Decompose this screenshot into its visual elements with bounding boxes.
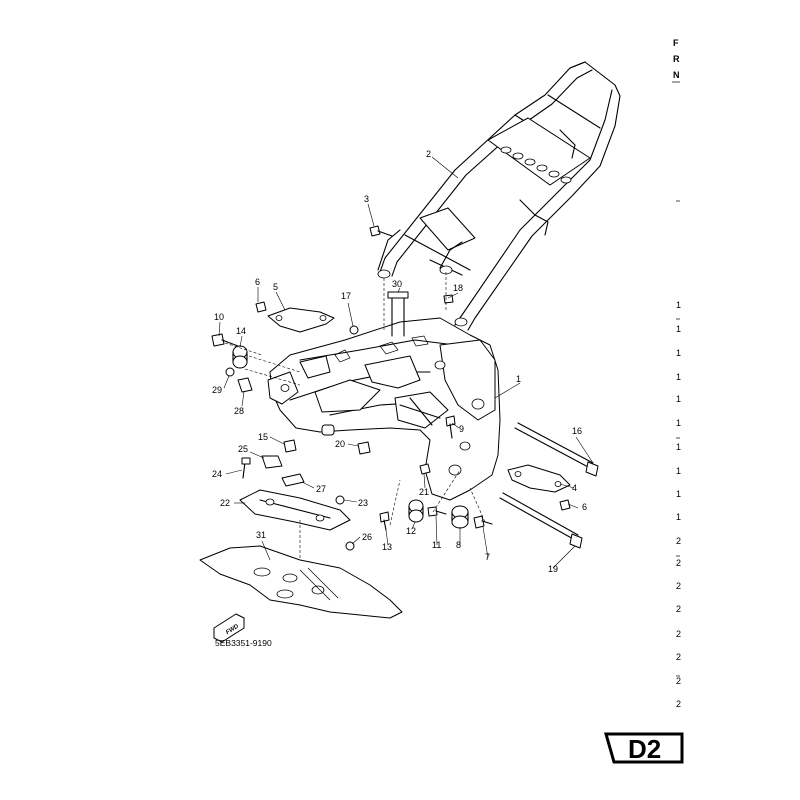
callout-26: 26 — [362, 532, 372, 542]
edge-digit-3: 1 — [676, 348, 681, 358]
edge-digit-6: 1 — [676, 418, 681, 428]
callout-23: 23 — [358, 498, 368, 508]
callout-1: 1 — [516, 374, 521, 384]
callout-8: 8 — [456, 540, 461, 550]
subframe-holes — [500, 146, 572, 184]
edge-letter-r: R — [673, 54, 680, 64]
page-code-box: D2 — [604, 732, 684, 764]
edge-digit-5: 1 — [676, 394, 681, 404]
edge-digit-7: 1 — [676, 442, 681, 452]
edge-digit-8: 1 — [676, 466, 681, 476]
edge-digit-9: 1 — [676, 489, 681, 499]
page-code: D2 — [628, 734, 661, 764]
callout-15: 15 — [258, 432, 268, 442]
callout-29: 29 — [212, 385, 222, 395]
callouts: 1 2 3 4 5 6 6 7 8 9 10 11 12 13 14 15 16… — [212, 149, 587, 574]
edge-letter-n: N — [673, 70, 680, 80]
callout-7: 7 — [485, 552, 490, 562]
fwd-arrow-icon: FWD — [213, 613, 245, 643]
edge-digit-14: 2 — [676, 604, 681, 614]
edge-digit-1: 1 — [676, 300, 681, 310]
engine-bracket-left — [267, 307, 335, 333]
callout-4: 4 — [572, 483, 577, 493]
lower-bracket — [225, 367, 355, 551]
callout-6a: 6 — [255, 277, 260, 287]
callout-9: 9 — [459, 424, 464, 434]
edge-digit-4: 1 — [676, 372, 681, 382]
callout-28: 28 — [234, 406, 244, 416]
edge-digit-15: 2 — [676, 629, 681, 639]
under-cover — [199, 545, 403, 619]
callout-2: 2 — [426, 149, 431, 159]
hardware — [211, 225, 571, 531]
rear-subframe — [377, 61, 621, 331]
edge-digit-10: 1 — [676, 512, 681, 522]
callout-20: 20 — [335, 439, 345, 449]
callout-11: 11 — [432, 540, 441, 550]
callout-27: 27 — [316, 484, 326, 494]
alignment-lines — [224, 272, 486, 560]
edge-digit-2: 1 — [676, 324, 681, 334]
callout-17: 17 — [341, 291, 351, 301]
edge-digit-12: 2 — [676, 558, 681, 568]
callout-31: 31 — [256, 530, 266, 540]
edge-digit-16: 2 — [676, 652, 681, 662]
callout-10: 10 — [214, 312, 224, 322]
callout-12: 12 — [406, 526, 416, 536]
edge-digit-18: 2 — [676, 699, 681, 709]
engine-bracket-right — [507, 464, 571, 493]
edge-digit-17: 2 — [676, 676, 681, 686]
callout-6b: 6 — [582, 502, 587, 512]
callout-14: 14 — [236, 326, 246, 336]
right-edge-column: F R N 1 1 1 1 1 1 1 1 1 1 2 2 2 2 2 2 2 … — [672, 38, 681, 709]
long-bolts — [499, 422, 599, 549]
under-cover-holes — [253, 567, 339, 601]
callout-3: 3 — [364, 194, 369, 204]
part-code: 5EB3351-9190 — [215, 638, 272, 648]
callout-24: 24 — [212, 469, 222, 479]
leader-lines — [218, 156, 594, 569]
callout-13: 13 — [382, 542, 392, 552]
callout-21: 21 — [419, 487, 429, 497]
edge-letter-f: F — [673, 38, 679, 48]
callout-5: 5 — [273, 282, 278, 292]
edge-digit-13: 2 — [676, 581, 681, 591]
callout-16: 16 — [572, 426, 582, 436]
edge-digit-11: 2 — [676, 536, 681, 546]
callout-25: 25 — [238, 444, 248, 454]
callout-30: 30 — [392, 279, 402, 289]
callout-19: 19 — [548, 564, 558, 574]
main-frame — [267, 317, 501, 501]
callout-18: 18 — [453, 283, 463, 293]
callout-22: 22 — [220, 498, 230, 508]
